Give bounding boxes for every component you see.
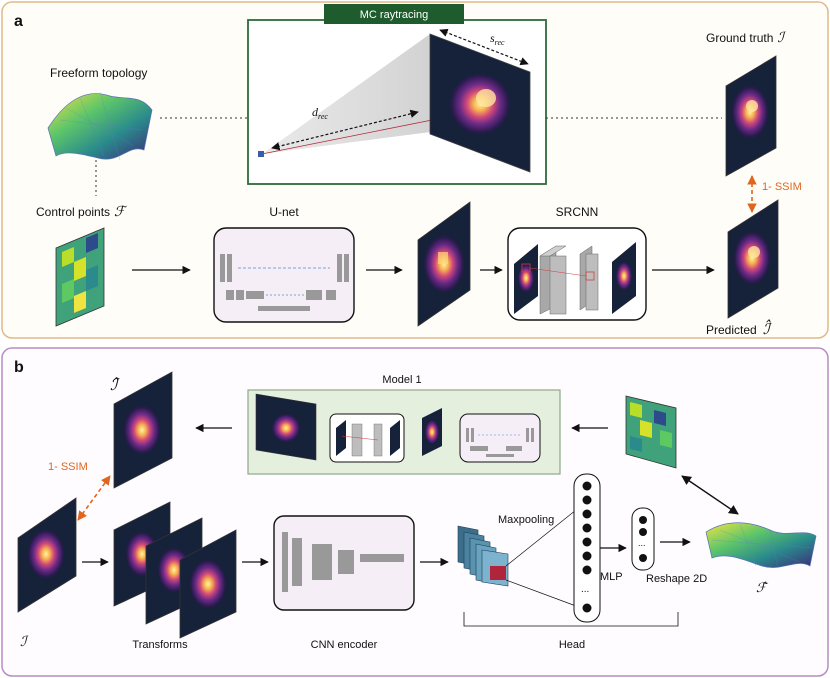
- transforms-label: Transforms: [132, 639, 188, 651]
- maxpooling-label: Maxpooling: [498, 514, 554, 526]
- fhat-symbol-b: ℱ̂: [756, 580, 769, 595]
- panel-a-letter: a: [14, 13, 23, 30]
- ssim-label-b: 1- SSIM: [48, 461, 88, 473]
- i-heatmap-b: [17, 497, 77, 613]
- unet-label: U-net: [269, 205, 299, 219]
- control-points-grid: [55, 227, 105, 327]
- predicted-heatmap: [727, 199, 779, 319]
- reshape-2d-label: Reshape 2D: [646, 573, 707, 585]
- cnn-encoder-label: CNN encoder: [311, 639, 378, 651]
- s-rec-label: srec: [490, 31, 505, 47]
- i-symbol-b: ℐ: [20, 635, 29, 650]
- transforms-stack: [113, 501, 237, 639]
- model1-lowres-mini: [422, 408, 442, 456]
- srcnn-label: SRCNN: [556, 205, 599, 219]
- model1-label: Model 1: [382, 374, 421, 386]
- mc-raytracing-header: [324, 4, 464, 24]
- receiver-screen: [429, 33, 531, 173]
- panel-b-letter: b: [14, 359, 24, 376]
- fhat-surface: [705, 522, 817, 569]
- d-rec-arrow: [271, 109, 419, 151]
- head-bracket: [463, 612, 679, 627]
- mlp-ellipsis: ...: [638, 538, 646, 548]
- fhat-grid: [625, 395, 677, 469]
- srcnn-module: [507, 227, 647, 321]
- ssim-label-a: 1- SSIM: [762, 181, 802, 193]
- freeform-surface: [47, 91, 153, 161]
- unet-module: [213, 227, 355, 323]
- ihat-heatmap-b: [113, 371, 173, 489]
- s-rec-arrow: [439, 28, 529, 66]
- arrow-grid-surface: [681, 475, 739, 515]
- ground-truth-heatmap: [725, 55, 777, 177]
- head-label: Head: [559, 639, 585, 651]
- model1-srcnn-mini: [329, 413, 405, 463]
- mlp-vector: [631, 507, 655, 571]
- lowres-heatmap: [417, 201, 471, 327]
- mc-raytracing-title: MC raytracing: [360, 9, 428, 21]
- model1-unet-mini: [459, 413, 541, 463]
- flatten-vector: [573, 473, 601, 623]
- flatten-ellipsis: ...: [581, 584, 589, 595]
- mlp-label: MLP: [600, 571, 623, 583]
- freeform-topology-label: Freeform topology: [50, 66, 147, 80]
- d-rec-label: drec: [312, 105, 328, 121]
- maxpooling-stack: [457, 509, 577, 607]
- model1-output-heatmap: [255, 393, 317, 461]
- ihat-symbol-b: ℐ̂: [110, 377, 120, 394]
- ssim-arrow-b: [77, 475, 111, 521]
- source-point: [258, 151, 264, 157]
- cnn-encoder-module: [273, 515, 415, 611]
